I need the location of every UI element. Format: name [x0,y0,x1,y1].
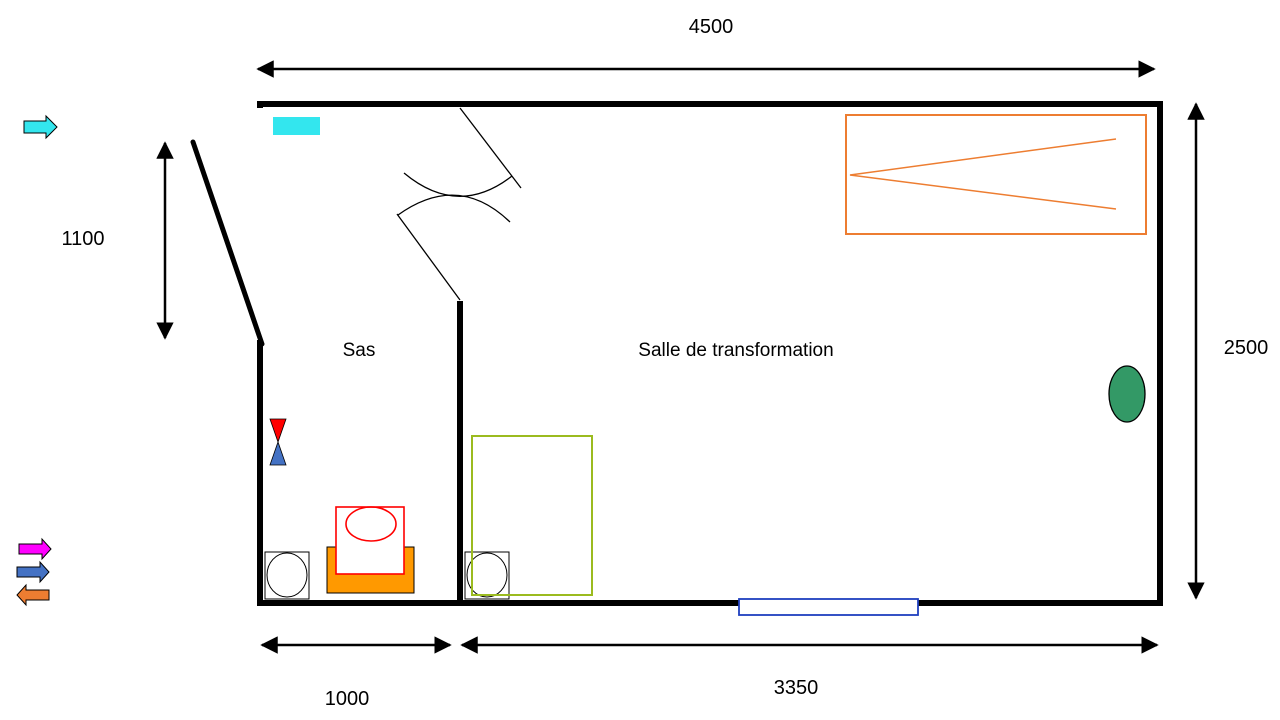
transformer [845,114,1147,235]
room-label-salle: Salle de transformation [638,340,833,361]
dimension-label-total-width: 4500 [689,16,734,38]
valve-icon [269,418,287,466]
legend-arrow-blue [16,560,50,584]
outer-wall [257,101,1163,606]
legend-arrow-cyan [23,114,58,140]
cyan-marker [273,117,320,135]
legend-arrow-orange [16,583,50,607]
exterior-door-leaf [190,139,265,347]
dimension-label-salle-width: 3350 [774,677,819,699]
ventilation-grille [738,598,919,616]
room-label-sas: Sas [343,340,376,361]
interior-double-door [396,107,522,301]
dimension-label-sas-width: 1000 [325,688,370,710]
legend-arrow-magenta [18,537,52,561]
dimension-label-total-height: 2500 [1224,337,1269,359]
cell-outline [471,435,593,596]
green-element [1108,365,1146,423]
extinguisher-sas [264,551,310,600]
dimension-label-door-width: 1100 [61,228,104,250]
electrical-panel [326,506,415,594]
